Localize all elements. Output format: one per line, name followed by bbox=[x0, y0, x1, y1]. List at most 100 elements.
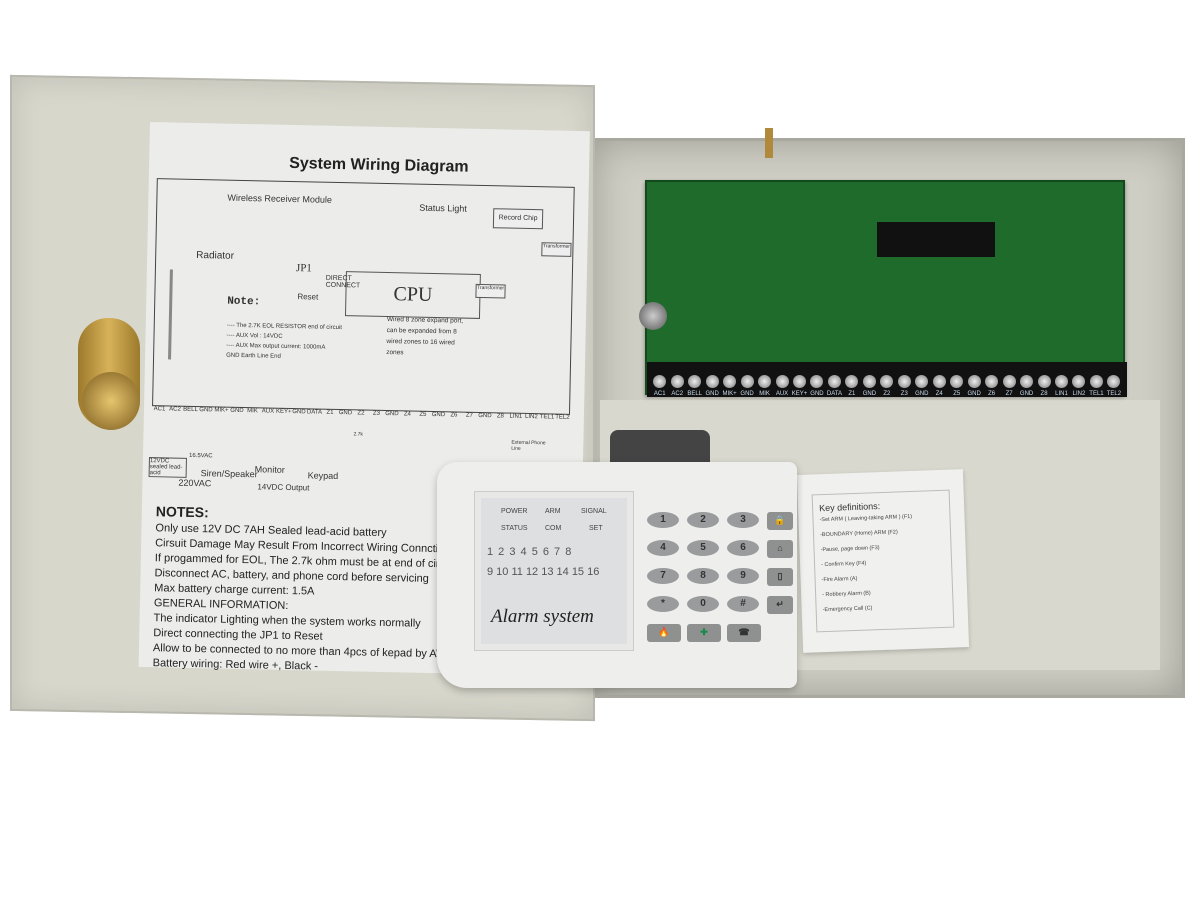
screw-terminal[interactable]: GND bbox=[966, 375, 982, 397]
antenna-connector bbox=[765, 128, 773, 158]
key-5[interactable]: 5 bbox=[687, 540, 719, 556]
screw-terminal[interactable]: GND bbox=[914, 375, 930, 397]
diagram-terminal: GND bbox=[292, 409, 306, 416]
confirm-key[interactable]: ↵ bbox=[767, 596, 793, 614]
screw-terminal[interactable]: AC2 bbox=[669, 375, 685, 397]
screw-icon bbox=[1055, 375, 1069, 388]
key-1[interactable]: 1 bbox=[647, 512, 679, 528]
key-*[interactable]: * bbox=[647, 596, 679, 612]
terminal-label: GND bbox=[740, 391, 754, 397]
screw-terminal[interactable]: Z6 bbox=[984, 375, 1000, 397]
screw-icon bbox=[845, 375, 859, 388]
key-#[interactable]: # bbox=[727, 596, 759, 612]
diagram-terminal: Z6 bbox=[450, 412, 458, 419]
diagram-terminal: AUX bbox=[261, 408, 275, 415]
screw-terminal[interactable]: Z4 bbox=[931, 375, 947, 397]
screw-icon bbox=[688, 375, 702, 388]
expand-port-label: Wired 8 zone expand port, can be expande… bbox=[386, 316, 464, 357]
diagram-terminal: AC1 bbox=[153, 406, 166, 413]
terminal-label: AUX bbox=[775, 391, 789, 397]
screw-terminal[interactable]: MIK bbox=[757, 375, 773, 397]
screw-icon bbox=[950, 375, 964, 388]
note-lines: ---- The 2.7K EOL RESISTOR end of circui… bbox=[226, 321, 367, 364]
status-indicator: STATUS bbox=[501, 525, 528, 532]
key-4[interactable]: 4 bbox=[647, 540, 679, 556]
resistor-label: 2.7k bbox=[353, 431, 364, 438]
key-2[interactable]: 2 bbox=[687, 512, 719, 528]
screw-terminal[interactable]: AUX bbox=[774, 375, 790, 397]
key-definition: -Pause, page down (F3) bbox=[820, 545, 880, 554]
screw-terminal[interactable]: GND bbox=[809, 375, 825, 397]
screw-terminal[interactable]: GND bbox=[1019, 375, 1035, 397]
screw-terminal[interactable]: GND bbox=[861, 375, 877, 397]
terminal-label: DATA bbox=[826, 391, 842, 397]
screw-terminal[interactable]: LIN1 bbox=[1054, 375, 1070, 397]
screw-terminal[interactable]: AC1 bbox=[652, 375, 668, 397]
reset-label: Reset bbox=[297, 292, 319, 302]
terminal-label: AC1 bbox=[653, 391, 666, 397]
terminal-label: Z3 bbox=[900, 391, 908, 397]
screw-icon bbox=[915, 375, 929, 388]
screw-icon bbox=[758, 375, 772, 388]
diagram-terminal: BELL bbox=[183, 406, 198, 414]
screw-terminal[interactable]: Z1 bbox=[844, 375, 860, 397]
screw-icon bbox=[1072, 375, 1086, 388]
terminal-label: MIK+ bbox=[722, 391, 737, 397]
terminal-label: AC2 bbox=[671, 391, 684, 397]
zone-indicators-9-16: 9 10 11 12 13 14 15 16 bbox=[487, 566, 600, 578]
diagram-terminal: Z7 bbox=[465, 412, 473, 419]
diagram-terminal: DATA bbox=[306, 409, 323, 416]
diagram-terminal: GND bbox=[478, 412, 492, 420]
terminal-label: TEL2 bbox=[1106, 391, 1122, 397]
emergency-key[interactable]: ☎ bbox=[727, 624, 761, 642]
screw-terminal[interactable]: Z8 bbox=[1036, 375, 1052, 397]
diagram-terminal: MIK bbox=[247, 408, 258, 415]
screw-terminal[interactable]: Z5 bbox=[949, 375, 965, 397]
screw-terminal[interactable]: GND bbox=[739, 375, 755, 397]
key-3[interactable]: 3 bbox=[727, 512, 759, 528]
screw-icon bbox=[897, 375, 911, 388]
diagram-terminal: GND bbox=[431, 411, 446, 419]
medical-icon: ✚ bbox=[700, 627, 708, 637]
screw-icon bbox=[1002, 375, 1016, 388]
diagram-terminal: GND bbox=[385, 410, 399, 418]
diagram-terminal: LIN2 bbox=[524, 413, 538, 421]
key-8[interactable]: 8 bbox=[687, 568, 719, 584]
screw-terminal[interactable]: Z2 bbox=[879, 375, 895, 397]
medical-key[interactable]: ✚ bbox=[687, 624, 721, 642]
screw-terminal[interactable]: LIN2 bbox=[1071, 375, 1087, 397]
screw-terminal[interactable]: DATA bbox=[826, 375, 842, 397]
screw-terminal[interactable]: MIK+ bbox=[722, 375, 738, 397]
screw-terminal[interactable]: BELL bbox=[687, 375, 703, 397]
lock-nut bbox=[82, 372, 140, 430]
screw-terminal[interactable]: TEL1 bbox=[1088, 375, 1104, 397]
screw-icon bbox=[810, 375, 824, 388]
home-key[interactable]: ⌂ bbox=[767, 540, 793, 558]
fire-icon: 🔥 bbox=[658, 627, 670, 637]
terminal-label: LIN2 bbox=[1072, 391, 1086, 397]
diagram-terminal: LIN1 bbox=[509, 413, 523, 420]
terminal-label: KEY+ bbox=[791, 391, 808, 397]
screw-icon bbox=[1107, 375, 1121, 388]
notes-section: NOTES: Only use 12V DC 7AH Sealed lead-a… bbox=[152, 503, 467, 677]
battery-label: 12VDC sealed lead-acid bbox=[148, 457, 187, 478]
screw-terminal[interactable]: Z7 bbox=[1001, 375, 1017, 397]
screw-icon bbox=[985, 375, 999, 388]
terminal-label: LIN1 bbox=[1055, 391, 1068, 397]
screw-terminal[interactable]: Z3 bbox=[896, 375, 912, 397]
lock-key[interactable]: 🔒 bbox=[767, 512, 793, 530]
terminal-label: Z8 bbox=[1040, 391, 1048, 397]
pause-key[interactable]: ▯ bbox=[767, 568, 793, 586]
key-9[interactable]: 9 bbox=[727, 568, 759, 584]
screw-terminal[interactable]: KEY+ bbox=[791, 375, 807, 397]
screw-terminal[interactable]: GND bbox=[704, 375, 720, 397]
screw-icon bbox=[670, 375, 684, 388]
screw-terminal[interactable]: TEL2 bbox=[1106, 375, 1122, 397]
screw-icon bbox=[723, 375, 737, 388]
key-0[interactable]: 0 bbox=[687, 596, 719, 612]
key-6[interactable]: 6 bbox=[727, 540, 759, 556]
key-7[interactable]: 7 bbox=[647, 568, 679, 584]
fire-key[interactable]: 🔥 bbox=[647, 624, 681, 642]
ac-label: 16.5VAC bbox=[188, 452, 213, 460]
